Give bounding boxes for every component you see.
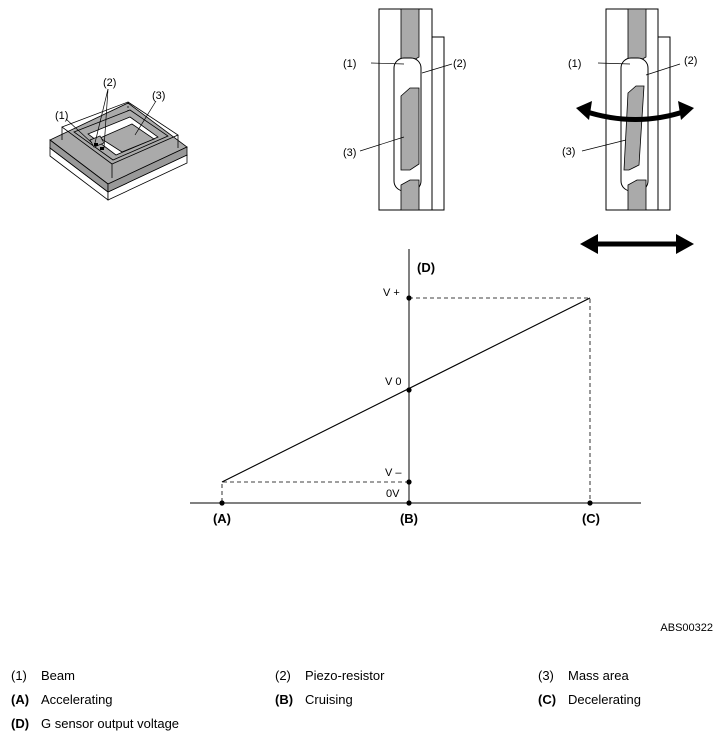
legend-text: Piezo-resistor: [305, 668, 385, 683]
output-line: [221, 297, 591, 483]
legend-text: Beam: [41, 668, 75, 683]
deflect-callout-3: (3): [562, 146, 575, 158]
mass-deflected: [623, 85, 645, 171]
x-label-c: (C): [582, 511, 600, 526]
dashed-vplus: [409, 297, 591, 503]
upper-support-2: [627, 8, 647, 63]
y-axis-key: (D): [417, 260, 435, 275]
legend-key: (3): [538, 668, 554, 683]
x-label-a: (A): [213, 511, 231, 526]
middle-layer-right: [107, 146, 188, 193]
chip-callout-3: (3): [152, 90, 165, 102]
legend-row-3: (D) G sensor output voltage: [0, 716, 722, 734]
legend-text: Accelerating: [41, 692, 113, 707]
piezo-resistor-b: [100, 147, 104, 150]
piezo-resistor-a: [94, 143, 98, 146]
point-a: [219, 500, 225, 506]
cross-section-rest: (1) (2) (3): [343, 8, 466, 211]
motion-arrow: [580, 234, 694, 254]
cross-section-deflected: (1) (2) (3): [562, 8, 697, 211]
point-b: [406, 500, 412, 506]
rest-callout-1: (1): [343, 58, 356, 70]
swing-arrow: [583, 108, 687, 122]
chip-callout-2: (2): [103, 77, 116, 89]
level-0v: 0V: [386, 488, 400, 500]
point-v0: [406, 387, 412, 393]
dashed-vminus: [221, 481, 409, 503]
legend-key: (B): [275, 692, 294, 707]
point-c: [587, 500, 593, 506]
figure-code: ABS00322: [660, 622, 713, 634]
sensor-chip-illustration: (1) (2) (3): [49, 77, 188, 201]
legend-row-1: (1) Beam (2) Piezo-resistor (3) Mass are…: [0, 668, 722, 686]
mass-area: [99, 123, 155, 153]
legend-text: Mass area: [568, 668, 629, 683]
chip-callout-1: (1): [55, 110, 68, 122]
legend-key: (2): [275, 668, 291, 683]
mass-rest: [400, 87, 420, 171]
legend-row-2: (A) Accelerating (B) Cruising (C) Decele…: [0, 692, 722, 710]
level-v0: V 0: [385, 376, 402, 388]
swing-arrow-head-right: [678, 101, 694, 120]
legend-key: (C): [538, 692, 557, 707]
swing-arrow-head-left: [576, 101, 592, 120]
legend-key: (A): [11, 692, 30, 707]
upper-support: [400, 8, 420, 63]
legend-key: (D): [11, 716, 30, 731]
point-vminus: [406, 479, 412, 485]
legend-text: Cruising: [305, 692, 353, 707]
lower-support-2: [627, 179, 647, 211]
level-vminus: V –: [385, 467, 402, 479]
deflect-callout-1: (1): [568, 58, 581, 70]
x-label-b: (B): [400, 511, 418, 526]
lower-support: [400, 179, 420, 211]
legend-key: (1): [11, 668, 27, 683]
rest-callout-2: (2): [453, 58, 466, 70]
output-voltage-graph: (D) V + V 0 V – 0V (A) (B) (C): [190, 249, 641, 526]
legend-text: G sensor output voltage: [41, 716, 180, 731]
level-vplus: V +: [383, 287, 400, 299]
deflect-callout-2: (2): [684, 55, 697, 67]
legend-text: Decelerating: [568, 692, 641, 707]
rest-callout-3: (3): [343, 147, 356, 159]
point-vplus: [406, 295, 412, 301]
